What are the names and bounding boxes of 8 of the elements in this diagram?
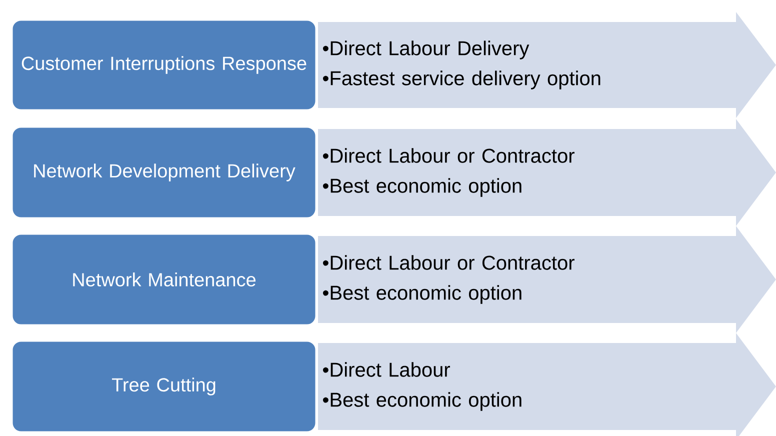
arrow-band: •Direct Labour or Contractor •Best economic option xyxy=(318,119,776,226)
process-box: Network Development Delivery xyxy=(11,126,317,219)
arrow-band: •Direct Labour •Best economic option xyxy=(318,333,776,436)
arrow-band: •Direct Labour Delivery •Fastest service delivery option xyxy=(318,12,776,118)
process-box: Tree Cutting xyxy=(11,340,317,433)
process-box: Network Maintenance xyxy=(11,233,317,326)
arrow-band: •Direct Labour or Contractor •Best economic option xyxy=(318,226,776,333)
process-box: Customer Interruptions Response xyxy=(11,19,317,111)
